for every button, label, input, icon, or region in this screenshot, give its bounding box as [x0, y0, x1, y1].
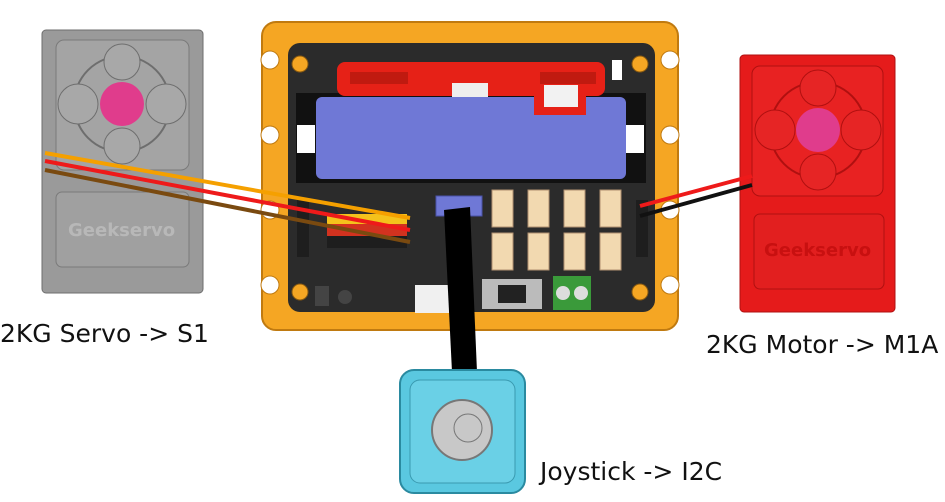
servo-device: Geekservo [41, 29, 204, 294]
motor-brand-text: Geekservo [764, 240, 871, 261]
joystick-device [399, 369, 526, 494]
servo-header [297, 200, 648, 257]
motor-device: Geekservo [739, 54, 896, 313]
servo-hub [100, 82, 144, 126]
motor-wires [639, 174, 753, 218]
battery [316, 97, 626, 179]
servo-brand-text: Geekservo [68, 220, 175, 241]
servo-wires [44, 151, 411, 244]
joystick-cable [444, 207, 477, 372]
joystick-label: Joystick -> I2C [538, 457, 722, 486]
servo-label: 2KG Servo -> S1 [0, 319, 209, 348]
motor-label: 2KG Motor -> M1A [706, 330, 938, 359]
controller-board [260, 21, 680, 331]
